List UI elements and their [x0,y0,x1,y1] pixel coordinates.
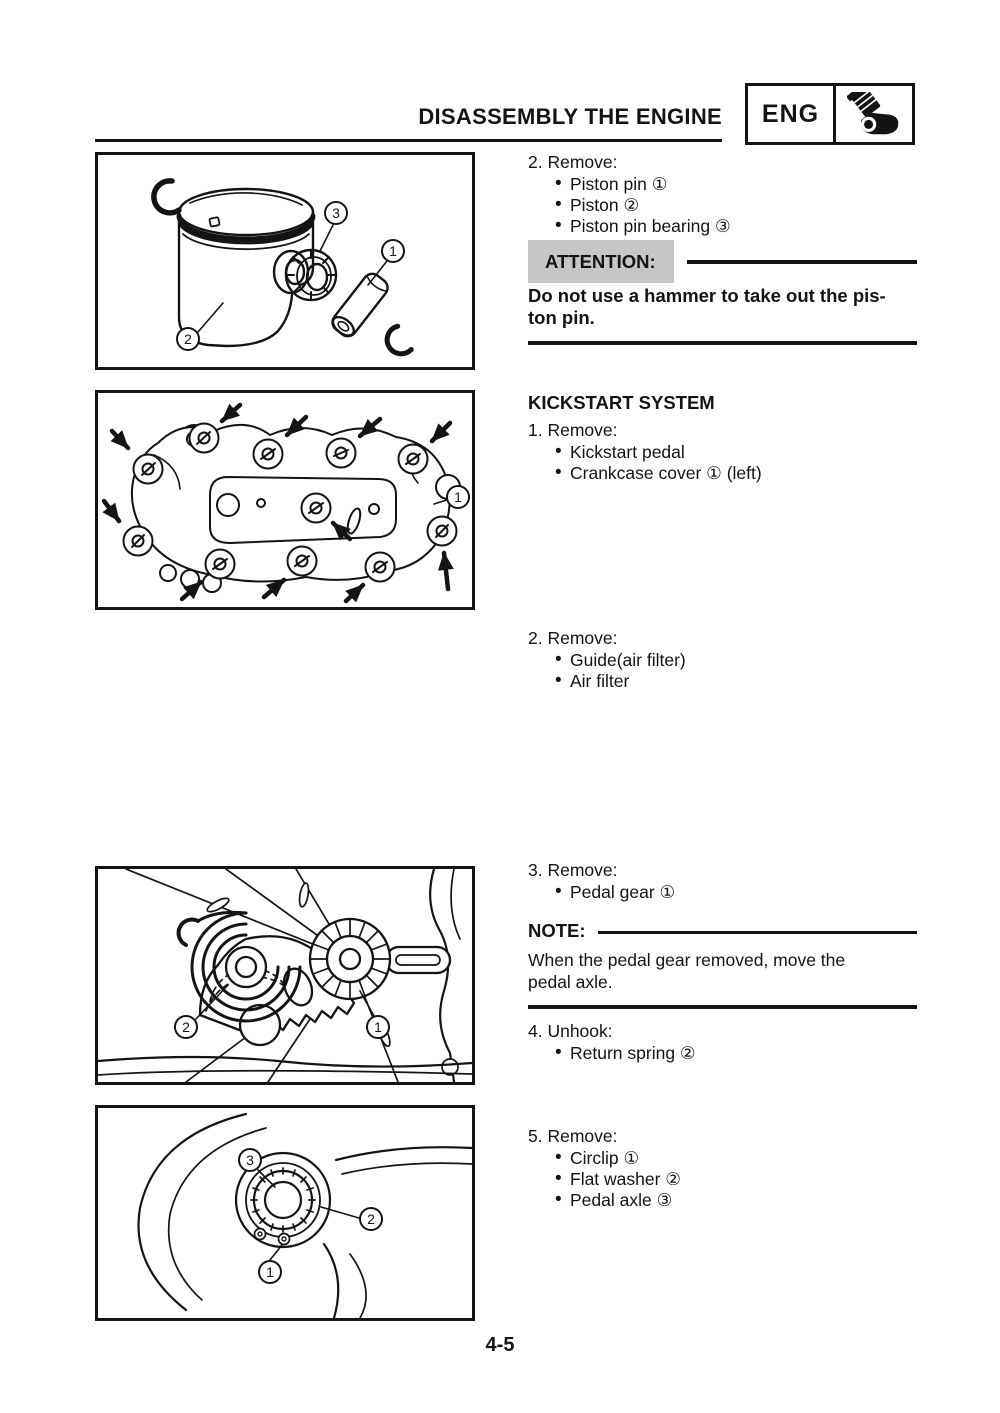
fig-label-pedal-gear: 1 [366,1015,390,1039]
eng-badge-label: ENG [748,86,836,142]
figure-crankcase-cover: 1 [95,390,475,610]
step-head: 1. Remove: [528,420,618,440]
step-kickstart-remove-1: 1. Remove: Kickstart pedal Crankcase cov… [528,420,918,484]
step-head: 4. Unhook: [528,1021,613,1041]
fig-label-crankcase-cover: 1 [446,485,470,509]
figure-piston-exploded: 1 2 3 [95,152,475,370]
step-head: 3. Remove: [528,860,618,880]
fig-label-return-spring: 2 [174,1015,198,1039]
step-head: 5. Remove: [528,1126,618,1146]
bullet-item: Pedal axle ③ [555,1189,918,1211]
step-circlip-remove: 5. Remove: Circlip ① Flat washer ② Pedal… [528,1126,918,1211]
title-rule [95,139,722,142]
bullet-item: Piston ② [555,194,918,216]
note-text: When the pedal gear removed, move the pe… [528,950,846,992]
attention-text: Do not use a hammer to take out the pis-… [528,285,886,328]
bullet-item: Guide(air filter) [555,649,918,671]
attention-rule [687,259,917,264]
figure-pedal-gear: 1 2 [95,866,475,1085]
note-rule [597,930,917,935]
eng-badge: ENG [745,83,915,145]
fig-label-piston-pin: 1 [381,239,405,263]
fig-label-pedal-axle: 3 [238,1148,262,1172]
section-rule [528,341,917,345]
bullet-item: Flat washer ② [555,1168,918,1190]
step-airfilter-remove: 2. Remove: Guide(air filter) Air filter [528,628,918,692]
fig-label-flat-washer: 2 [359,1207,383,1231]
bullet-item: Piston pin ① [555,173,918,195]
bullet-item: Return spring ② [555,1042,918,1064]
step-pedalgear-remove: 3. Remove: Pedal gear ① [528,860,918,903]
bullet-item: Pedal gear ① [555,881,918,903]
step-piston-remove: 2. Remove: Piston pin ① Piston ② Piston … [528,152,918,237]
engine-icon [836,86,912,142]
bullet-item: Circlip ① [555,1147,918,1169]
attention-label: ATTENTION: [528,240,674,283]
bullet-item: Crankcase cover ① (left) [555,462,918,484]
fig-label-piston-pin-bearing: 3 [324,201,348,225]
step-head: 2. Remove: [528,628,618,648]
kickstart-heading: KICKSTART SYSTEM [528,392,715,413]
bullet-item: Kickstart pedal [555,441,918,463]
fig-label-piston: 2 [176,327,200,351]
bullet-item: Piston pin bearing ③ [555,215,918,237]
page-title: DISASSEMBLY THE ENGINE [418,104,722,129]
section-rule [528,1005,917,1009]
step-head: 2. Remove: [528,152,618,172]
note-label: NOTE: [528,920,586,941]
fig-label-circlip: 1 [258,1260,282,1284]
bullet-item: Air filter [555,670,918,692]
page-number: 4-5 [485,1334,515,1356]
step-unhook-spring: 4. Unhook: Return spring ② [528,1021,918,1064]
note-block: NOTE: When the pedal gear removed, move … [528,920,917,993]
figure-pedal-axle: 1 2 3 [95,1105,475,1321]
attention-block: ATTENTION: Do not use a hammer to take o… [528,240,917,329]
